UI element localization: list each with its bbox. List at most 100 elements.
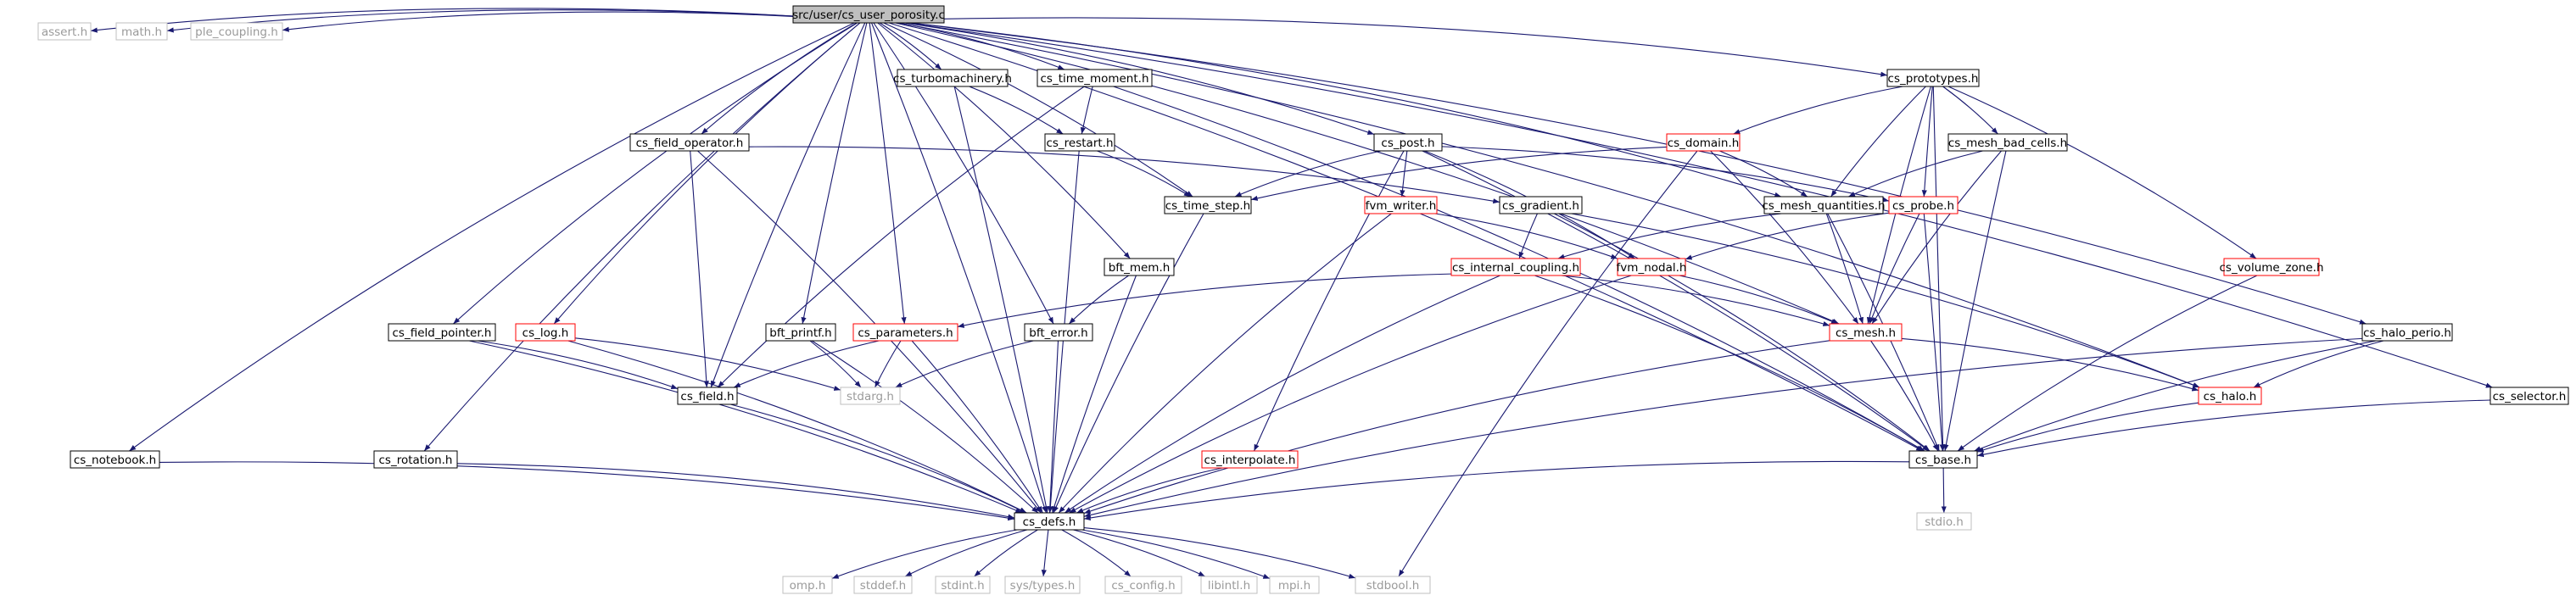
node-box bbox=[1014, 512, 1085, 531]
node-root[interactable]: src/user/cs_user_porosity.c bbox=[792, 5, 945, 24]
edge-cs_mesh_quantities-to-cs_mesh bbox=[1825, 213, 1864, 325]
node-box bbox=[1947, 133, 2068, 152]
edge-cs_log-to-stdarg bbox=[574, 337, 841, 391]
edge-cs_domain-to-cs_mesh bbox=[1710, 150, 1859, 325]
edge-bft_printf-to-stdarg bbox=[809, 340, 862, 388]
node-cs-restart[interactable]: cs_restart.h bbox=[1044, 133, 1115, 152]
node-label: fvm_nodal.h bbox=[1617, 261, 1687, 275]
edge-cs_notebook-to-cs_defs bbox=[159, 461, 1015, 521]
node-box bbox=[935, 576, 991, 594]
node-label: cs_selector.h bbox=[2493, 390, 2567, 403]
edge-root-to-cs_halo_perio bbox=[909, 22, 2366, 325]
node-box bbox=[1037, 69, 1153, 87]
node-cs-parameters[interactable]: cs_parameters.h bbox=[852, 323, 958, 342]
node-libintl: libintl.h bbox=[1200, 576, 1258, 594]
edge-root-to-bft_mem bbox=[877, 22, 1131, 259]
node-box bbox=[1044, 133, 1115, 152]
node-box bbox=[1200, 576, 1258, 594]
node-label: cs_gradient.h bbox=[1502, 199, 1579, 213]
edge-cs_internal_coupling-to-cs_defs bbox=[1064, 275, 1500, 514]
node-bft-printf[interactable]: bft_printf.h bbox=[765, 323, 836, 342]
node-cs-halo-perio[interactable]: cs_halo_perio.h bbox=[2361, 323, 2453, 342]
node-sys-types: sys/types.h bbox=[1004, 576, 1081, 594]
edge-bft_error-to-cs_defs bbox=[1047, 340, 1059, 514]
edge-cs_restart-to-cs_time_step bbox=[1097, 150, 1191, 198]
node-label: stdint.h bbox=[941, 579, 984, 593]
node-label: cs_time_moment.h bbox=[1040, 72, 1148, 86]
node-cs-mesh[interactable]: cs_mesh.h bbox=[1829, 323, 1903, 342]
node-cs-field-pointer[interactable]: cs_field_pointer.h bbox=[388, 323, 496, 342]
edge-cs_time_moment-to-cs_field bbox=[717, 86, 1085, 388]
node-cs-mesh-quantities[interactable]: cs_mesh_quantities.h bbox=[1762, 196, 1886, 214]
node-box bbox=[1617, 258, 1686, 276]
edge-cs_base-to-cs_defs bbox=[1083, 460, 1910, 520]
node-label: assert.h bbox=[42, 25, 87, 39]
edge-cs_prototypes-to-cs_domain bbox=[1733, 86, 1903, 135]
edge-cs_defs-to-stdint bbox=[974, 529, 1038, 577]
edge-cs_interpolate-to-cs_defs bbox=[1076, 467, 1223, 514]
dependency-edges bbox=[90, 8, 2493, 579]
node-stddef: stddef.h bbox=[853, 576, 913, 594]
node-label: cs_defs.h bbox=[1023, 515, 1076, 529]
node-cs-post[interactable]: cs_post.h bbox=[1373, 133, 1443, 152]
node-box bbox=[115, 22, 168, 41]
node-cs-halo[interactable]: cs_halo.h bbox=[2198, 387, 2262, 405]
node-bft-mem[interactable]: bft_mem.h bbox=[1104, 258, 1175, 276]
node-cs-selector[interactable]: cs_selector.h bbox=[2489, 387, 2569, 405]
node-label: stdarg.h bbox=[847, 390, 894, 403]
edge-cs_parameters-to-cs_defs bbox=[911, 340, 1043, 514]
node-cs-time-moment[interactable]: cs_time_moment.h bbox=[1037, 69, 1153, 87]
node-cs-field[interactable]: cs_field.h bbox=[677, 387, 738, 405]
edge-cs_defs-to-stddef bbox=[904, 529, 1028, 577]
node-label: bft_error.h bbox=[1029, 326, 1087, 340]
node-cs-turbomachinery[interactable]: cs_turbomachinery.h bbox=[893, 69, 1012, 87]
node-box bbox=[2223, 258, 2320, 276]
edge-fvm_nodal-to-cs_mesh bbox=[1679, 275, 1838, 325]
node-box bbox=[1763, 196, 1884, 214]
edge-cs_field_pointer-to-cs_defs bbox=[468, 340, 1023, 514]
node-label: sys/types.h bbox=[1010, 579, 1076, 593]
node-cs-notebook[interactable]: cs_notebook.h bbox=[70, 450, 160, 469]
node-cs-prototypes[interactable]: cs_prototypes.h bbox=[1886, 69, 1980, 87]
node-cs-log[interactable]: cs_log.h bbox=[515, 323, 576, 342]
node-cs-volume-zone[interactable]: cs_volume_zone.h bbox=[2219, 258, 2324, 276]
edge-cs_field_pointer-to-cs_field bbox=[477, 340, 679, 390]
edge-root-to-cs_field_operator bbox=[701, 22, 858, 135]
edge-root-to-cs_mesh_quantities bbox=[910, 22, 1782, 198]
node-cs-mesh-bad-cells[interactable]: cs_mesh_bad_cells.h bbox=[1947, 133, 2068, 152]
node-bft-error[interactable]: bft_error.h bbox=[1024, 323, 1093, 342]
node-box bbox=[1829, 323, 1903, 342]
node-cs-defs[interactable]: cs_defs.h bbox=[1014, 512, 1085, 531]
node-cs-internal-coupling[interactable]: cs_internal_coupling.h bbox=[1450, 258, 1581, 276]
edge-fvm_writer-to-cs_defs bbox=[1058, 213, 1392, 514]
node-box bbox=[1024, 323, 1093, 342]
node-cs-probe[interactable]: cs_probe.h bbox=[1888, 196, 1959, 214]
edge-bft_mem-to-cs_defs bbox=[1051, 275, 1137, 514]
node-box bbox=[1104, 576, 1182, 594]
node-fvm-writer[interactable]: fvm_writer.h bbox=[1364, 196, 1438, 214]
node-label: cs_field.h bbox=[680, 390, 734, 403]
edge-cs_turbomachinery-to-cs_restart bbox=[969, 86, 1064, 135]
node-cs-domain[interactable]: cs_domain.h bbox=[1666, 133, 1741, 152]
edge-cs_mesh-to-cs_base bbox=[1870, 340, 1939, 452]
node-label: cs_domain.h bbox=[1668, 136, 1740, 150]
node-fvm-nodal[interactable]: fvm_nodal.h bbox=[1617, 258, 1687, 276]
edge-cs_probe-to-cs_base bbox=[1923, 213, 1945, 452]
node-cs-time-step[interactable]: cs_time_step.h bbox=[1164, 196, 1252, 214]
node-label: cs_interpolate.h bbox=[1204, 454, 1296, 467]
node-box bbox=[1886, 69, 1980, 87]
node-box bbox=[840, 387, 901, 405]
node-label: cs_base.h bbox=[1915, 454, 1971, 467]
edge-cs_rotation-to-cs_defs bbox=[456, 463, 1015, 520]
node-cs-field-operator[interactable]: cs_field_operator.h bbox=[629, 133, 750, 152]
node-cs-gradient[interactable]: cs_gradient.h bbox=[1499, 196, 1583, 214]
node-box bbox=[897, 69, 1009, 87]
edge-cs_mesh_bad_cells-to-cs_mesh_quantities bbox=[1848, 150, 1983, 198]
edge-cs_probe-to-fvm_nodal bbox=[1685, 212, 1890, 260]
node-label: cs_log.h bbox=[522, 326, 569, 340]
node-box bbox=[1373, 133, 1443, 152]
node-cs-interpolate[interactable]: cs_interpolate.h bbox=[1201, 450, 1299, 469]
node-cs-base[interactable]: cs_base.h bbox=[1908, 450, 1978, 469]
node-cs-rotation[interactable]: cs_rotation.h bbox=[373, 450, 458, 469]
